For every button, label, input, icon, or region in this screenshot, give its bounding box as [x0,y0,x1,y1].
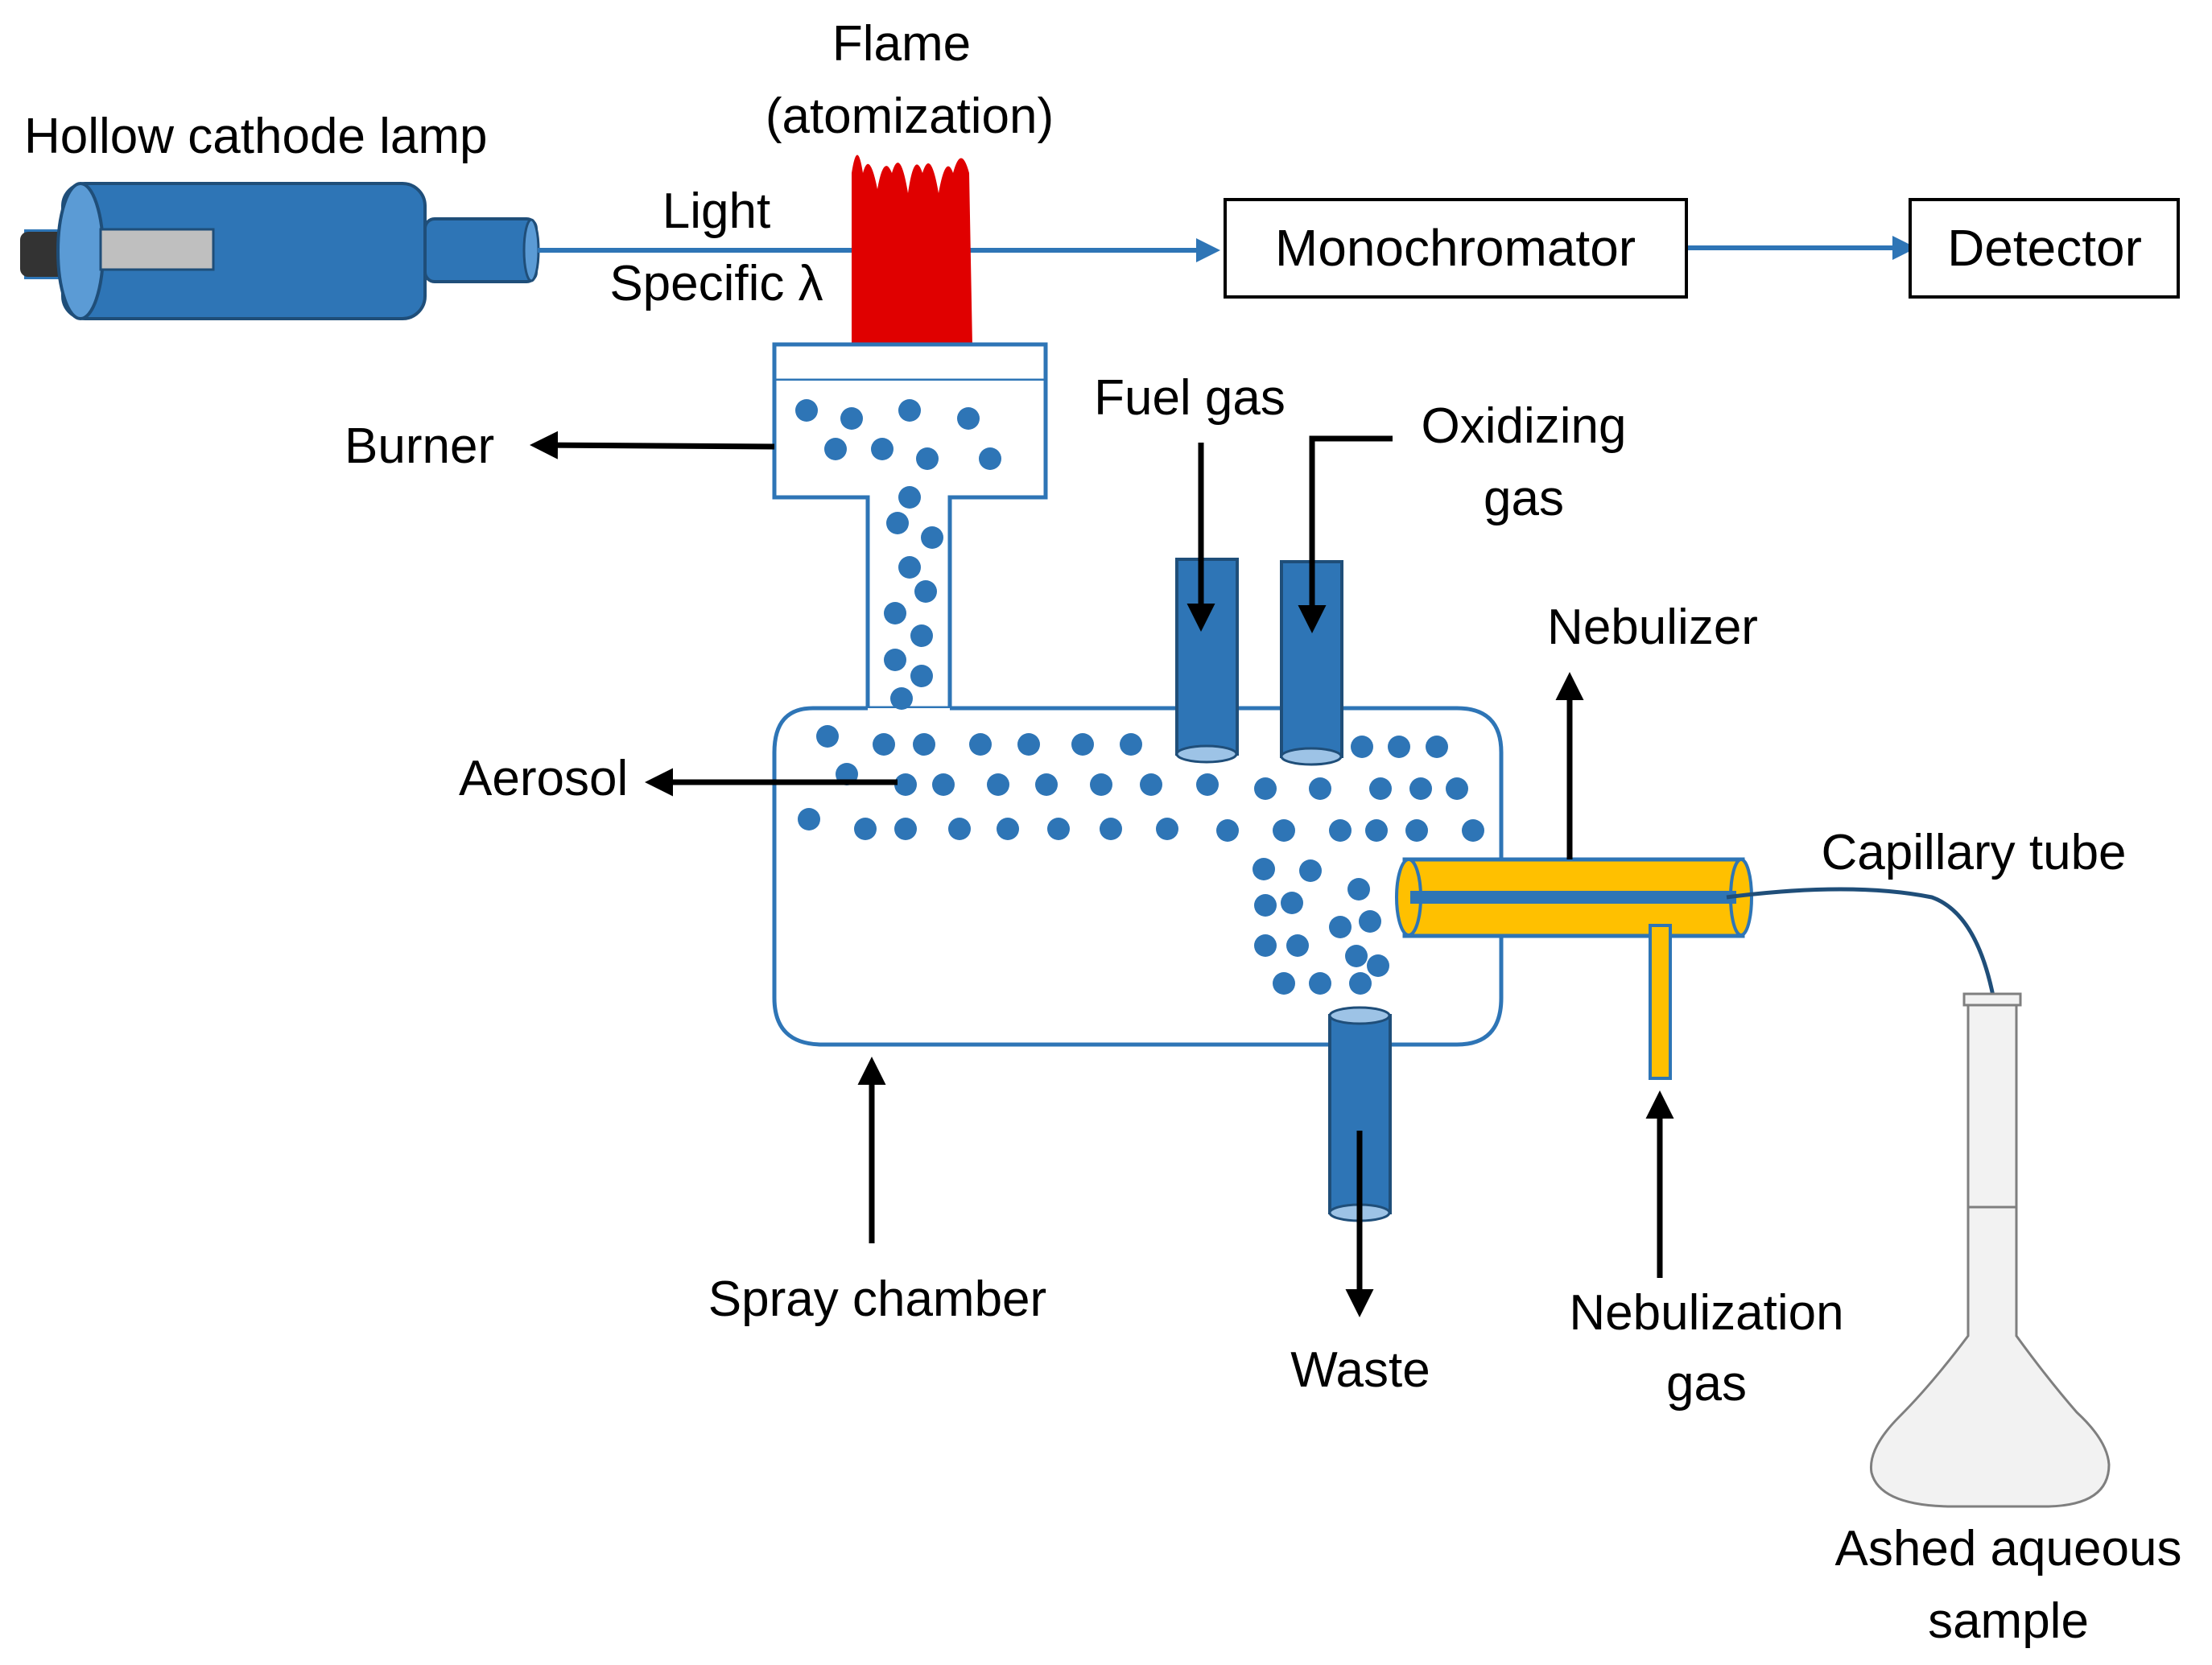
nebulizer-label: Nebulizer [1547,600,1758,655]
waste-label: Waste [1290,1342,1430,1398]
spray-chamber-label: Spray chamber [708,1271,1046,1327]
nebulization-gas-label-line2: gas [1666,1356,1747,1412]
burner-label: Burner [345,418,494,474]
monochromator-box [1224,198,1688,299]
aerosol-label: Aerosol [459,751,628,806]
monochromator-label: Monochromator [1275,219,1636,277]
spray-chamber [772,706,1504,1047]
detector-label: Detector [1947,219,2142,277]
flame [852,155,972,346]
flame-label-line1: Flame [832,16,971,72]
capillary-tube-label: Capillary tube [1821,825,2126,880]
sample-label-line1: Ashed aqueous [1835,1521,2182,1576]
hollow-cathode-lamp [20,182,540,320]
flask-neck-rim [1962,992,2022,1007]
nebulization-gas-label-line1: Nebulization [1569,1285,1843,1341]
specific-lambda-label: Specific λ [609,256,823,311]
fuel-gas-tube [1175,558,1239,764]
fuel-gas-label: Fuel gas [1094,370,1286,426]
burner [772,342,1048,711]
flame-label-line2: (atomization) [766,89,1054,144]
sample-flask [1869,996,2111,1508]
nebulizer [1395,857,1753,1080]
light-label: Light [662,183,770,239]
oxidizing-gas-label-line2: gas [1484,471,1564,526]
detector-box [1909,198,2180,299]
sample-label-line2: sample [1928,1593,2089,1649]
oxidizing-gas-arrow [1298,435,1393,633]
aerosol-droplets [795,399,1484,995]
lamp-label: Hollow cathode lamp [24,109,488,164]
oxidizing-gas-label-line1: Oxidizing [1422,398,1627,454]
burner-arrow [530,431,775,460]
